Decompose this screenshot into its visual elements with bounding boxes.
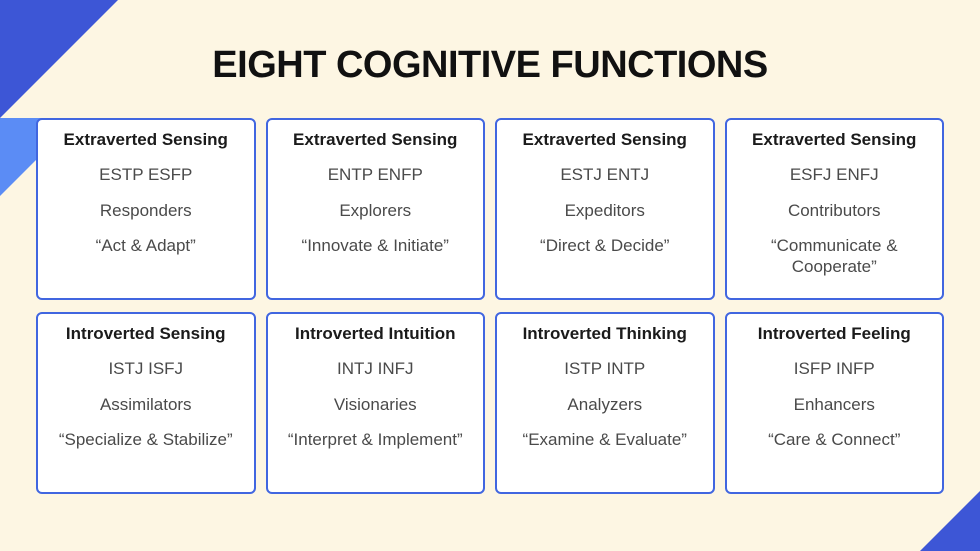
- card-role: Contributors: [787, 200, 881, 220]
- card-title: Extraverted Sensing: [752, 130, 917, 149]
- card-role: Visionaries: [333, 394, 417, 414]
- card-types: ISFP INFP: [793, 359, 875, 379]
- card-role: Enhancers: [793, 394, 875, 414]
- grid-row-bottom: Introverted Sensing ISTJ ISFJ Assimilato…: [36, 312, 944, 494]
- function-card-esfj-enfj[interactable]: Extraverted Sensing ESFJ ENFJ Contributo…: [724, 118, 944, 300]
- card-title: Introverted Feeling: [757, 324, 911, 343]
- function-card-istp-intp[interactable]: Introverted Thinking ISTP INTP Analyzers…: [495, 312, 715, 494]
- card-motto: “Interpret & Implement”: [287, 429, 463, 449]
- card-motto: “Communicate & Cooperate”: [770, 235, 898, 277]
- card-title: Extraverted Sensing: [522, 130, 687, 149]
- card-role: Analyzers: [567, 394, 643, 414]
- card-motto: “Examine & Evaluate”: [522, 429, 687, 449]
- card-types: ESTP ESFP: [99, 165, 193, 185]
- function-card-estj-entj[interactable]: Extraverted Sensing ESTJ ENTJ Expeditors…: [495, 118, 715, 300]
- card-title: Extraverted Sensing: [63, 130, 228, 149]
- card-types: ISTJ ISFJ: [108, 359, 184, 379]
- card-types: ISTP INTP: [564, 359, 646, 379]
- card-motto: “Specialize & Stabilize”: [58, 429, 233, 449]
- function-card-estp-esfp[interactable]: Extraverted Sensing ESTP ESFP Responders…: [36, 118, 256, 300]
- grid-row-top: Extraverted Sensing ESTP ESFP Responders…: [36, 118, 944, 300]
- card-role: Responders: [99, 200, 192, 220]
- card-types: INTJ INFJ: [337, 359, 414, 379]
- card-motto: “Direct & Decide”: [540, 235, 670, 255]
- card-title: Introverted Sensing: [65, 324, 226, 343]
- function-card-entp-enfp[interactable]: Extraverted Sensing ENTP ENFP Explorers …: [265, 118, 485, 300]
- card-motto: “Act & Adapt”: [95, 235, 196, 255]
- decorative-corner-top-left-dark: [0, 0, 118, 118]
- card-types: ESTJ ENTJ: [560, 165, 650, 185]
- card-motto: “Care & Connect”: [768, 429, 901, 449]
- page-title: EIGHT COGNITIVE FUNCTIONS: [212, 44, 768, 86]
- card-types: ENTP ENFP: [327, 165, 423, 185]
- card-role: Explorers: [339, 200, 412, 220]
- function-card-istj-isfj[interactable]: Introverted Sensing ISTJ ISFJ Assimilato…: [36, 312, 256, 494]
- card-title: Extraverted Sensing: [293, 130, 458, 149]
- card-title: Introverted Thinking: [522, 324, 687, 343]
- function-card-intj-infj[interactable]: Introverted Intuition INTJ INFJ Visionar…: [265, 312, 485, 494]
- card-title: Introverted Intuition: [294, 324, 456, 343]
- card-motto: “Innovate & Initiate”: [301, 235, 449, 255]
- cognitive-functions-grid: Extraverted Sensing ESTP ESFP Responders…: [36, 118, 944, 494]
- card-types: ESFJ ENFJ: [789, 165, 879, 185]
- decorative-corner-bottom-right: [920, 491, 980, 551]
- card-role: Assimilators: [99, 394, 192, 414]
- card-role: Expeditors: [564, 200, 645, 220]
- function-card-isfp-infp[interactable]: Introverted Feeling ISFP INFP Enhancers …: [724, 312, 944, 494]
